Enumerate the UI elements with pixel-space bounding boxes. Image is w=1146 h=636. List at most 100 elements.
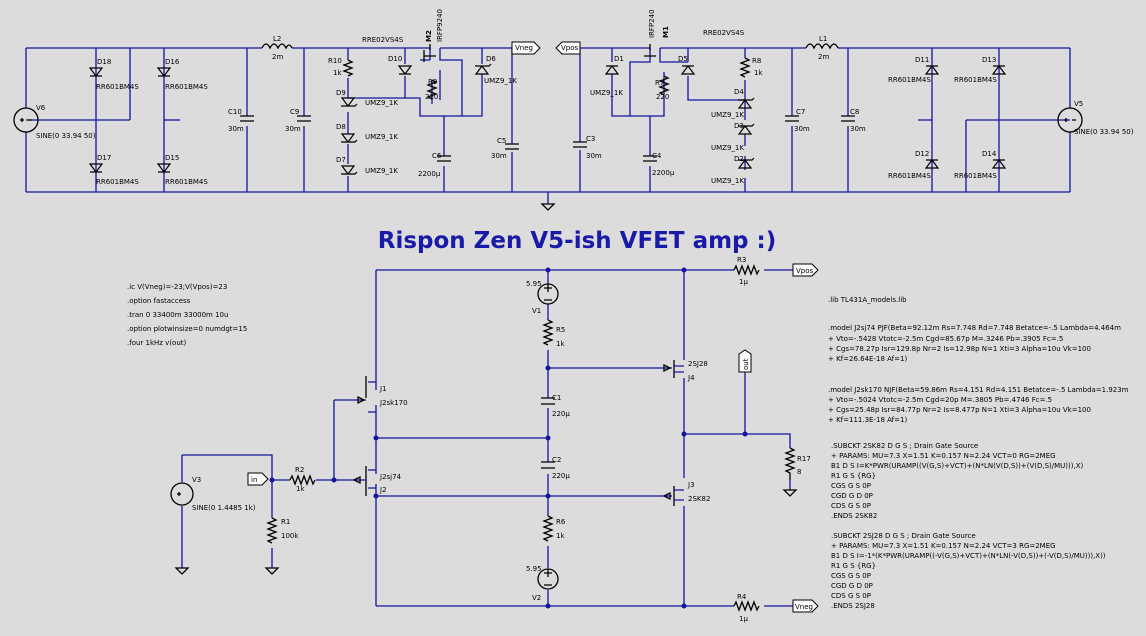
- d4-part: UMZ9_1K: [711, 111, 744, 119]
- d10-part: RRE02VS4S: [362, 36, 404, 44]
- l2-value: 2m: [272, 53, 283, 61]
- c3-value: 30m: [586, 152, 602, 160]
- c2-value: 220µ: [552, 472, 570, 480]
- d14-part: RR601BM4S: [954, 172, 997, 180]
- m2-label: M2: [425, 30, 433, 42]
- d11-label: D11: [915, 56, 929, 64]
- r7-value: 220: [656, 93, 669, 101]
- r9-label: R9: [428, 78, 437, 86]
- r5-label: R5: [556, 326, 565, 334]
- d8-part: UMZ9_1K: [365, 133, 398, 141]
- d17-label: D17: [97, 154, 111, 162]
- vneg-flag-amp: Vneg: [792, 599, 819, 613]
- vpos-top-label: Vpos: [561, 44, 579, 52]
- c5-value: 30m: [491, 152, 507, 160]
- d2-part: UMZ9_1K: [711, 177, 744, 185]
- d9-label: D9: [336, 89, 346, 97]
- amplifier: [170, 264, 798, 612]
- d9-part: UMZ9_1K: [365, 99, 398, 107]
- j1-part: J2sk170: [379, 399, 408, 407]
- r8-label: R8: [752, 57, 761, 65]
- page-title: Rispon Zen V5-ish VFET amp :): [378, 228, 776, 254]
- c4-value: 2200µ: [652, 169, 675, 177]
- m1-label: M1: [662, 26, 670, 38]
- r3-label: R3: [737, 256, 746, 264]
- model-line: B1 D S I=K*PWR(URAMP((V(G,S)+VCT)+(N*LN(…: [831, 462, 1084, 470]
- directive-line: .ic V(Vneg)=-23;V(Vpos)=23: [127, 283, 227, 291]
- c7-value: 30m: [794, 125, 810, 133]
- model-line: + Vto=-.5428 Vtotc=-2.5m Cgd=85.67p M=.3…: [828, 335, 1063, 343]
- model-line: CDS G S 0P: [831, 502, 871, 510]
- vneg-amp-label: Vneg: [795, 603, 813, 611]
- model-line: .model J2sj74 PJF(Beta=92.12m Rs=7.748 R…: [828, 324, 1121, 332]
- j3-part: 2SK82: [688, 495, 710, 503]
- d1-label: D1: [614, 55, 624, 63]
- r1-value: 100k: [281, 532, 299, 540]
- l1-label: L1: [819, 35, 827, 43]
- d3-part: UMZ9_1K: [711, 144, 744, 152]
- vneg-flag-top: Vneg: [511, 41, 541, 55]
- model-line: CGD G D 0P: [831, 492, 873, 500]
- c10-label: C10: [228, 108, 242, 116]
- directive-line: .option fastaccess: [127, 297, 191, 305]
- model-line: .SUBCKT 2SJ28 D G S ; Drain Gate Source: [831, 532, 976, 540]
- r8-value: 1k: [754, 69, 763, 77]
- d13-label: D13: [982, 56, 996, 64]
- d10-label: D10: [388, 55, 402, 63]
- d18-part: RR601BM4S: [96, 83, 139, 91]
- j4-part: 2SJ28: [688, 360, 708, 368]
- j2-part: J2sj74: [379, 473, 402, 481]
- v6-label: V6: [36, 104, 46, 112]
- d17-part: RR601BM4S: [96, 178, 139, 186]
- c1-value: 220µ: [552, 410, 570, 418]
- in-flag: in: [247, 472, 269, 486]
- model-line: .ENDS 2SJ28: [831, 602, 875, 610]
- l1-value: 2m: [818, 53, 829, 61]
- r3-value: 1µ: [739, 278, 748, 286]
- directive-line: .option plotwinsize=0 numdgt=15: [127, 325, 247, 333]
- directive-line: .tran 0 33400m 33000m 10u: [127, 311, 228, 319]
- v5-value: SINE(0 33.94 50): [1074, 128, 1134, 136]
- l2-label: L2: [273, 35, 281, 43]
- v5-label: V5: [1074, 100, 1083, 108]
- model-line: + PARAMS: MU=7.3 X=1.51 K=0.157 N=2.24 V…: [831, 452, 1056, 460]
- d15-part: RR601BM4S: [165, 178, 208, 186]
- spice-models: .lib TL431A_models.lib .model J2sj74 PJF…: [828, 296, 1129, 610]
- c4-label: C4: [652, 152, 662, 160]
- c3-label: C3: [586, 135, 595, 143]
- r10-value: 1k: [333, 69, 342, 77]
- d13-part: RR601BM4S: [954, 76, 997, 84]
- model-line: + Vto=-.5024 Vtotc=-2.5m Cgd=20p M=.3805…: [828, 396, 1052, 404]
- vpos-amp-label: Vpos: [796, 267, 814, 275]
- j1-label: J1: [379, 385, 387, 393]
- out-label: out: [742, 358, 750, 370]
- d14-label: D14: [982, 150, 997, 158]
- model-line: .lib TL431A_models.lib: [828, 296, 907, 304]
- positive-supply: [548, 43, 1083, 193]
- d3-label: D3: [734, 122, 744, 130]
- r17-value: 8: [797, 468, 801, 476]
- model-line: CGS G S 0P: [831, 572, 871, 580]
- v1-value: 5.95: [526, 280, 542, 288]
- d12-label: D12: [915, 150, 929, 158]
- model-line: .SUBCKT 2SK82 D G S ; Drain Gate Source: [831, 442, 978, 450]
- r10-label: R10: [328, 57, 342, 65]
- j2-label: J2: [379, 486, 387, 494]
- model-line: + Kf=111.3E-18 Af=1): [828, 416, 907, 424]
- c9-value: 30m: [285, 125, 301, 133]
- directive-line: .four 1kHz v(out): [127, 339, 187, 347]
- c8-label: C8: [850, 108, 859, 116]
- r6-label: R6: [556, 518, 566, 526]
- d4-label: D4: [734, 88, 744, 96]
- v2-label: V2: [532, 594, 541, 602]
- c7-label: C7: [796, 108, 805, 116]
- negative-supply: [13, 43, 556, 211]
- vneg-top-label: Vneg: [515, 44, 533, 52]
- c10-value: 30m: [228, 125, 244, 133]
- d16-label: D16: [165, 58, 180, 66]
- c2-label: C2: [552, 456, 561, 464]
- v3-value: SINE(0 1.4485 1k): [192, 504, 256, 512]
- model-line: CDS G S 0P: [831, 592, 871, 600]
- model-line: + Cgs=25.48p Isr=84.77p Nr=2 Is=8.477p N…: [828, 406, 1091, 414]
